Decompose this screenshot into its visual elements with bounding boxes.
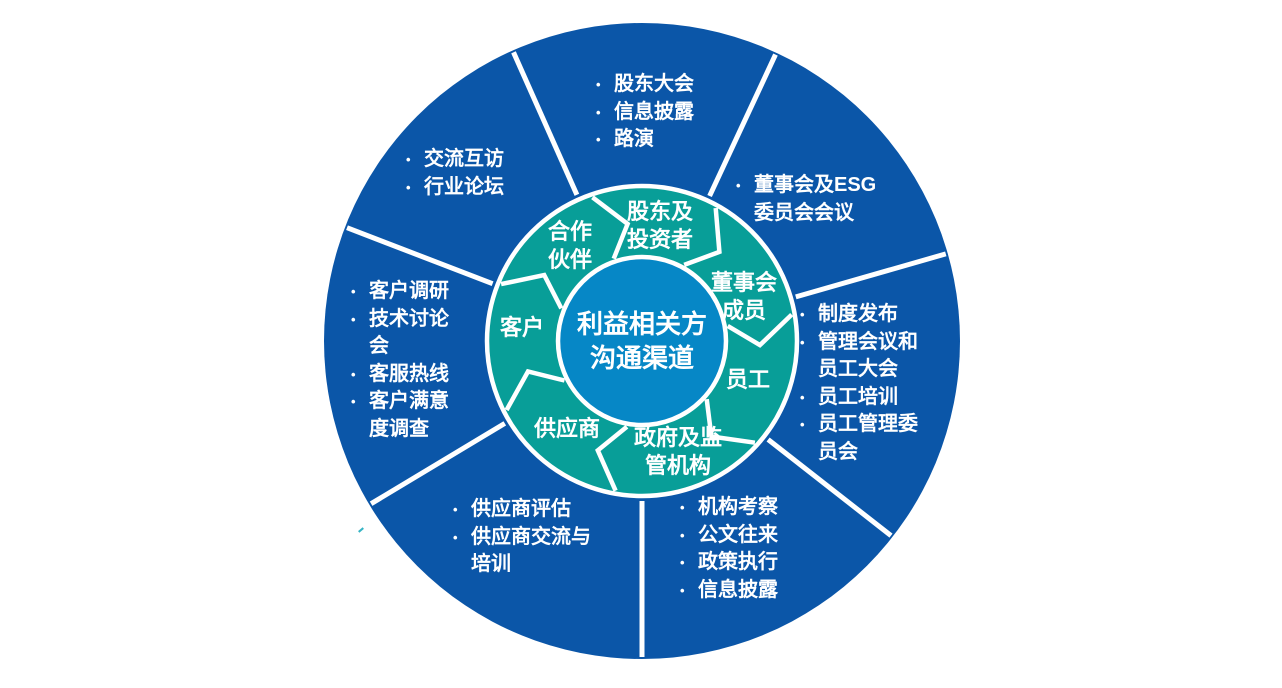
list-item: •股东大会 [596,71,700,99]
ring-label-customers: 客户 [499,315,545,340]
chevron-divider [595,424,629,492]
chevron-divider [500,272,564,310]
list-item: •员工培训 [800,384,922,412]
bullet-icon: • [680,500,685,515]
list-item: •信息披露 [680,577,784,605]
channel-list-customers: •客户调研 •技术讨论会 •客服热线 •客户满意度调查 [351,278,455,443]
outer-divider [346,225,494,287]
bullet-icon: • [680,582,685,598]
ring-label-suppliers: 供应商 [533,416,601,441]
list-item: •董事会及ESG委员会会议 [736,174,877,224]
bullet-icon: • [351,366,356,382]
bullet-icon: • [800,389,805,405]
ring-label-employees: 员工 [725,367,771,392]
list-item: •供应商交流与培训 [453,525,591,576]
list-item: •制度发布 [800,301,922,329]
bullet-icon: • [453,529,458,545]
segment-chevron-dividers [500,195,794,492]
ring-label-partners: 合作 伙伴 [547,219,593,272]
list-item: •信息披露 [596,99,700,127]
list-item: •员工管理委员会 [800,413,918,463]
bullet-icon: • [351,284,356,299]
list-item: •公文往来 [680,522,784,550]
list-item: •供应商评估 [453,496,597,524]
bullet-icon: • [596,77,601,92]
list-item: •机构考察 [680,494,784,522]
bullet-icon: • [736,178,741,193]
list-item: •技术讨论会 [351,307,449,358]
list-item: •客服热线 [351,361,455,389]
bullet-icon: • [800,334,805,350]
outer-divider [795,251,947,300]
bullet-icon: • [800,307,805,322]
bullet-icon: • [680,527,685,543]
bullet-icon: • [406,152,411,167]
bullet-icon: • [351,311,356,327]
bullet-icon: • [800,417,805,432]
bullet-icon: • [596,132,601,147]
list-item: •客户调研 [351,278,455,306]
outer-divider [369,421,507,506]
bullet-icon: • [680,555,685,570]
list-item: •行业论坛 [406,174,510,202]
channel-list-suppliers: •供应商评估 •供应商交流与培训 [453,496,597,579]
channel-list-employees: •制度发布 •管理会议和员工大会 •员工培训 •员工管理委员会 [800,301,922,466]
list-item: •政策执行 [680,549,784,577]
center-circle [555,254,729,428]
stray-mark [358,527,364,533]
ring-label-shareholders: 股东及 投资者 [626,199,694,252]
ring-label-board: 董事会 成员 [710,270,778,323]
chevron-divider [683,207,722,268]
channel-list-shareholders: •股东大会 •信息披露 •路演 [596,71,700,154]
bullet-icon: • [406,179,411,195]
list-item: •交流互访 [406,146,510,174]
list-item: •路演 [596,126,700,154]
channel-list-partners: •交流互访 •行业论坛 [406,146,510,201]
bullet-icon: • [596,104,601,120]
channel-list-board: •董事会及ESG委员会会议 [736,172,878,227]
outer-divider [511,51,580,196]
center-title: 利益相关方 沟通渠道 [576,309,708,373]
chevron-divider [726,312,794,348]
bullet-icon: • [351,394,356,409]
chevron-divider [591,195,631,260]
list-item: •客户满意度调查 [351,390,449,440]
outer-divider [766,437,893,538]
channel-list-government: •机构考察 •公文往来 •政策执行 •信息披露 [680,494,784,604]
chevron-divider [504,368,566,412]
chevron-divider [704,398,756,445]
list-item: •管理会议和员工大会 [800,330,918,381]
ring-label-government: 政府及监 管机构 [633,425,723,478]
bullet-icon: • [453,502,458,517]
outer-divider [707,53,778,198]
outer-section-dividers [346,51,947,657]
